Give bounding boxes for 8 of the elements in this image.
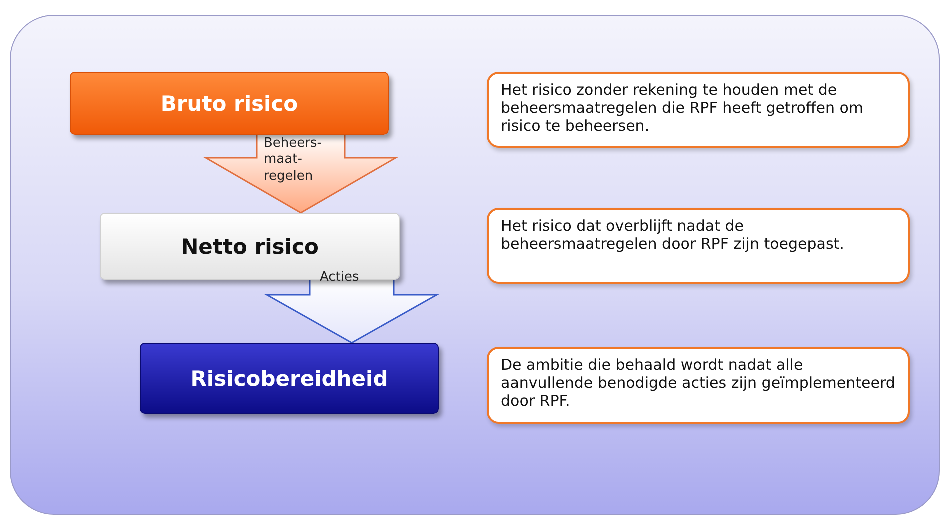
block-arrow	[264, 277, 440, 344]
edge-label: Beheers-maat-regelen	[264, 136, 323, 185]
description-box: Het risico zonder rekening te houden met de beheersmaatregelen die RPF heeft getroffen om risico te beheersen.	[487, 72, 910, 148]
description-box: Het risico dat overblijft nadat de beheersmaatregelen door RPF zijn toegepast.	[487, 208, 910, 284]
process-box: Bruto risico	[70, 72, 389, 135]
edge-label: Acties	[320, 270, 360, 286]
process-box: Risicobereidheid	[140, 343, 439, 414]
description-box: De ambitie die behaald wordt nadat alle aanvullende benodigde acties zijn geïmplementeerd door RPF.	[487, 347, 910, 424]
